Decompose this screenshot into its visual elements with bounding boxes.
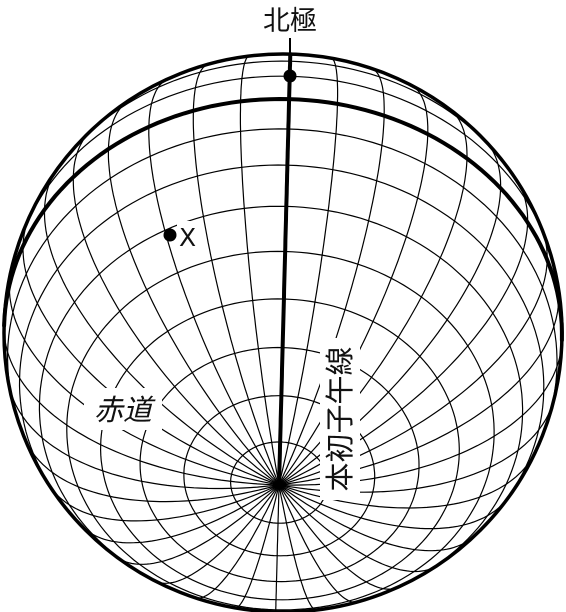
prime-meridian-line [279,54,290,485]
meridian-line [276,485,279,612]
north-pole-dot [284,70,297,83]
meridian-line [73,131,279,485]
point-x-label: X [179,223,196,252]
meridian-line [235,485,279,608]
meridian-line [279,485,473,551]
meridian-line [279,453,535,508]
meridian-line [149,79,279,485]
meridian-line [279,141,501,485]
meridian-line [279,181,528,485]
point-x-dot [164,229,177,242]
equator-label: 赤道 [94,393,156,427]
meridian-line [279,230,547,485]
north-pole-label: 北極 [263,6,317,37]
prime-meridian-label: 本初子午線 [323,346,357,491]
meridian-line [240,56,279,485]
